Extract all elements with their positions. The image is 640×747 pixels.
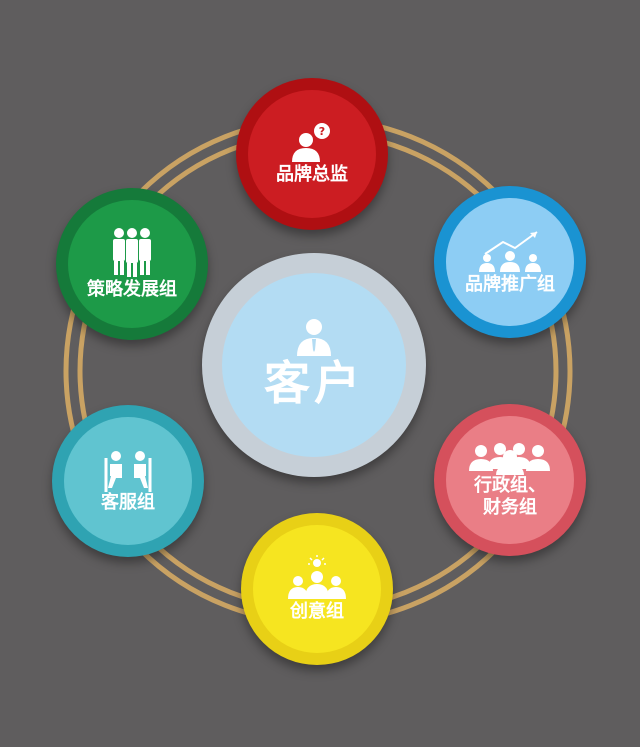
people-growth-icon: [475, 228, 545, 274]
node-label: 品牌推广组: [465, 274, 555, 296]
node-label: 策略发展组: [87, 279, 177, 301]
person-question-icon: ?: [286, 122, 338, 164]
svg-text:?: ?: [319, 125, 325, 138]
headset-agents-icon: [102, 448, 154, 493]
node-brand-promotion: 品牌推广组: [434, 186, 586, 338]
node-strategy: 策略发展组: [56, 188, 208, 340]
group-people-icon: [467, 441, 553, 476]
team-idea-icon: [286, 555, 348, 601]
center-node-customer: 客户: [202, 253, 426, 477]
node-label: 品牌总监: [276, 164, 348, 186]
node-customer-service: 客服组: [52, 405, 204, 557]
node-admin-finance: 行政组、 财务组: [434, 404, 586, 556]
user-badge-icon: [294, 318, 334, 357]
node-label-line1: 行政组、: [474, 475, 546, 497]
center-label: 客户: [264, 356, 364, 411]
team-icon: [109, 227, 155, 279]
node-label-line2: 财务组: [483, 497, 537, 518]
node-creative: 创意组: [241, 513, 393, 665]
node-label: 客服组: [101, 492, 155, 514]
node-label: 创意组: [290, 601, 344, 623]
node-brand-director: ? 品牌总监: [236, 78, 388, 230]
